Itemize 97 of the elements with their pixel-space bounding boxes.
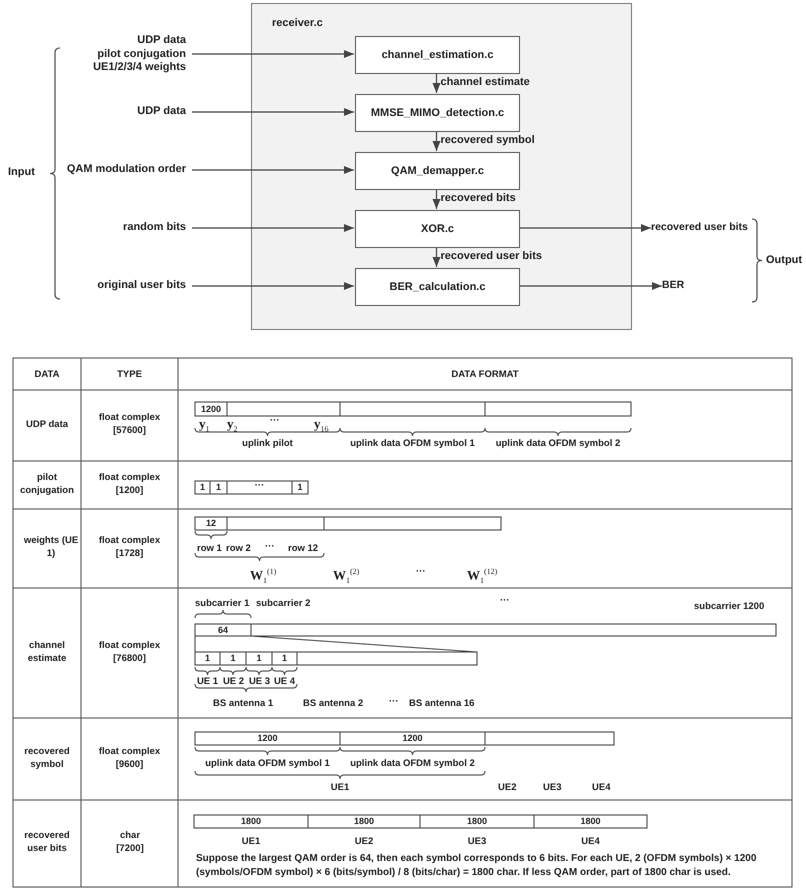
ellipsis: ··· [254,479,266,492]
brace-label: UE1 [330,781,350,794]
cell-text: channel estimate [26,639,68,665]
cell-text: char [7200] [115,829,145,855]
brace-label: row 12 [288,542,318,555]
brace-label: uplink data OFDM symbol 1 [349,437,476,450]
data-label: UE4 [592,781,610,794]
cell-value: 64 [216,624,229,637]
data-label: UDP data pilot conjugation UE1/2/3/4 weights [60,34,186,74]
cell-text: float complex [57600] [98,411,162,437]
process-box: MMSE_MIMO_detection.c [355,94,520,132]
arrow [192,282,354,290]
cell-text: weights (UE 1) [22,534,80,560]
arrow [192,108,354,116]
data-label: UE3 [466,835,488,848]
data-label: UDP data [100,105,186,119]
arrow [519,282,662,290]
brace-label: UE 4 [272,675,296,688]
cell-value: 1800 [240,815,262,828]
data-label: UE2 [498,781,516,794]
ellipsis: ··· [389,695,398,708]
column-header: TYPE [116,368,143,381]
arrow [432,131,440,151]
edge-label: channel estimate [440,76,530,89]
edge-label: recovered user bits [440,250,542,263]
cell-text: float complex [1728] [98,534,162,560]
arrow [519,224,651,232]
column-header: DATA [34,368,60,381]
cell-text: UDP data [24,418,70,431]
ellipsis: ··· [270,414,280,427]
brace-label: UE 3 [248,675,272,688]
cell-value: 1200 [256,732,279,745]
brace-label: subcarrier 1200 [694,600,764,613]
data-label: BER [662,279,692,293]
data-label: UE2 [354,835,374,848]
arrow [192,50,354,58]
symbol-label: y$_{16}$ [314,416,328,436]
arrow [432,73,440,93]
arrow [432,247,440,267]
cell-value: 1 [280,652,288,665]
brace-label: uplink data OFDM symbol 2 [349,757,476,770]
cell-value: 1 [198,481,206,494]
column-header: DATA FORMAT [450,368,520,381]
process-box: XOR.c [355,210,520,248]
data-label: random bits [90,221,186,235]
brace-label: BS antenna 2 [303,697,364,710]
brace-label: BS antenna 16 [409,697,474,710]
cell-value: 1 [229,652,236,665]
group-label: Input [8,166,35,179]
cell-value: 1800 [352,815,376,828]
cell-value: 1200 [401,732,424,745]
cell-value: 1200 [200,403,222,416]
module-container [251,3,632,330]
edge-label: recovered symbol [440,134,535,147]
data-label: recovered user bits [651,221,749,235]
note-text: Suppose the largest QAM order is 64, then each symbol corresponds to 6 bits. For each UE, 2 (OFDM symbols) × 1200 (symbols/OFDM symbol) × 6 (bits/symbol) / 8 (bits/char) = 1800 char. If less QAM order, part of 1800 char is used. [196,852,758,880]
brace-label: subcarrier 1 [195,597,250,610]
brace-label: uplink data OFDM symbol 2 [494,437,622,450]
container-title: receiver.c [272,17,323,29]
cell-value: 1 [296,481,304,494]
brace-label: uplink data OFDM symbol 1 [204,757,331,770]
brace-label: row 1 [197,542,222,555]
cell-value: 1800 [579,815,602,828]
brace-label: row 2 [226,542,251,555]
symbol-label: y$_{1}$ [199,416,210,436]
brace-label: UE 1 [196,675,220,688]
cell-value: 1 [204,652,211,665]
cell-value: 1 [214,481,222,494]
data-label: UE1 [240,835,262,848]
brace-label: uplink pilot [241,437,294,450]
data-label: UE3 [543,781,562,794]
arrow [432,189,440,209]
cell-text: float complex [76800] [98,639,162,665]
brace-label: BS antenna 1 [213,697,274,710]
process-box: BER_calculation.c [355,268,520,306]
cell-text: float complex [9600] [98,745,162,771]
arrow [192,224,354,232]
cell-value: 12 [204,517,217,530]
process-box: channel_estimation.c [355,36,520,74]
brace-label: subcarrier 2 [256,597,310,610]
arrow [192,166,354,174]
cell-text: float complex [1200] [98,471,162,497]
symbol-label: y$_{2}$ [227,416,238,436]
brace-label: UE 2 [222,675,246,688]
cell-text: pilot conjugation [19,471,75,497]
process-box: QAM_demapper.c [355,152,520,190]
cell-value: 1800 [466,815,488,828]
ellipsis: ··· [416,565,426,578]
ellipsis: ··· [500,594,510,607]
data-label: original user bits [50,279,186,293]
cell-value: 1 [255,652,262,665]
edge-label: recovered bits [440,192,516,205]
data-label: UE4 [580,835,601,848]
cell-text: recovered symbol [23,745,71,771]
cell-text: recovered user bits [23,829,71,855]
group-label: Output [766,254,802,267]
ellipsis: ··· [265,540,274,553]
